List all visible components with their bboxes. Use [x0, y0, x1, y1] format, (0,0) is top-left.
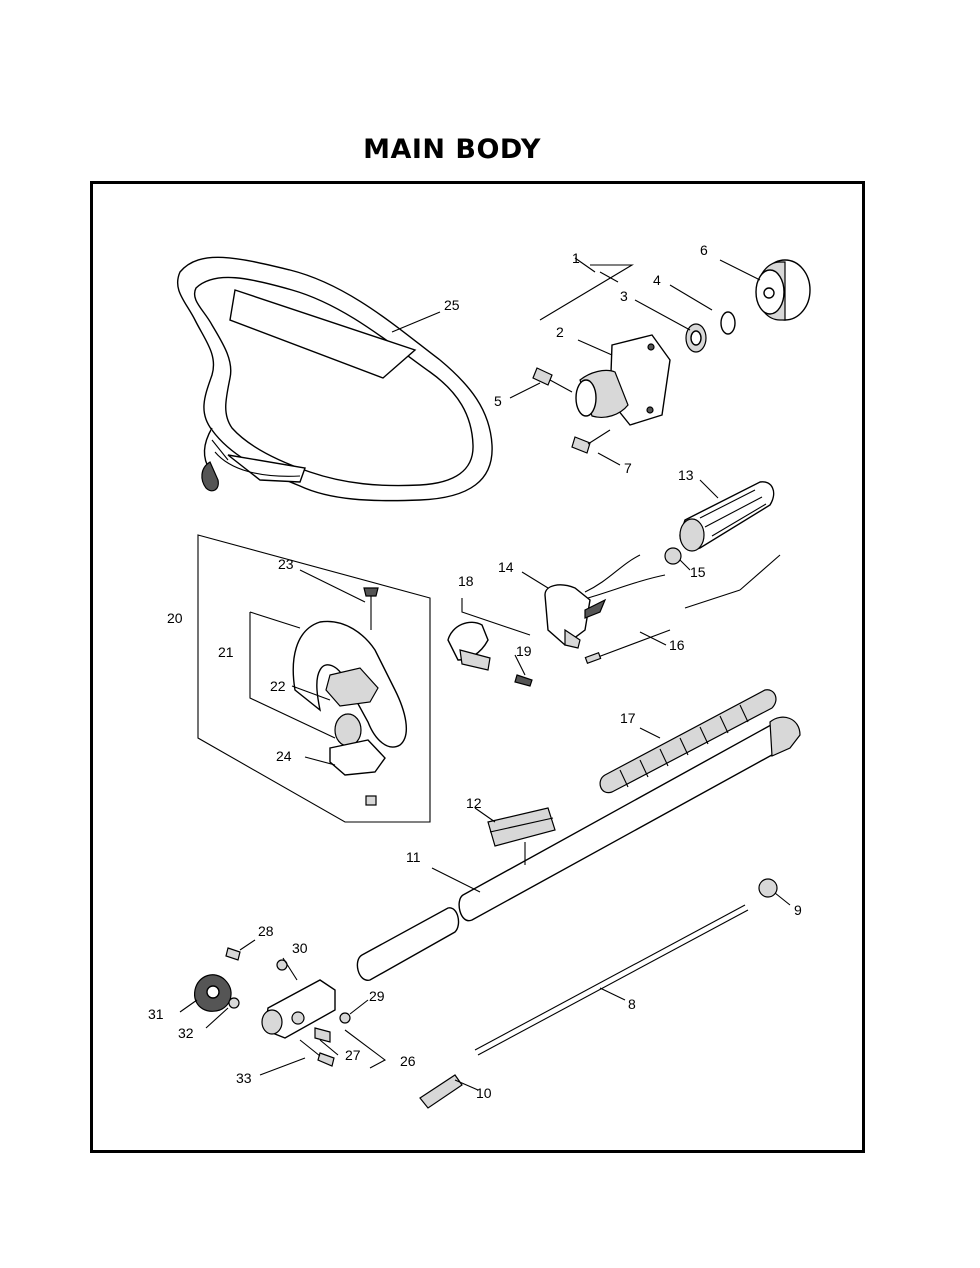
part-label-10: 10	[476, 1085, 492, 1101]
part-label-29: 29	[369, 988, 385, 1004]
part-label-11: 11	[406, 849, 421, 865]
part-label-5: 5	[494, 393, 502, 409]
page-title: MAIN BODY	[363, 134, 541, 165]
part-label-12: 12	[466, 795, 482, 811]
part-label-9: 9	[794, 902, 802, 918]
part-label-28: 28	[258, 923, 274, 939]
part-label-8: 8	[628, 996, 636, 1012]
shaft-clamp-assembly	[193, 947, 351, 1067]
part-label-6: 6	[700, 242, 708, 258]
part-label-26: 26	[400, 1053, 416, 1069]
part-label-17: 17	[620, 710, 636, 726]
part-label-27: 27	[345, 1047, 361, 1063]
part-label-2: 2	[556, 324, 564, 340]
part-label-4: 4	[653, 272, 661, 288]
part-label-1: 1	[572, 250, 580, 266]
part-label-13: 13	[678, 467, 694, 483]
shaft-tube	[356, 689, 801, 981]
part-label-23: 23	[278, 556, 294, 572]
leader-lines	[179, 257, 791, 1091]
diagram-frame	[90, 181, 865, 1153]
part-label-22: 22	[270, 678, 286, 694]
part-label-30: 30	[292, 940, 308, 956]
part-label-33: 33	[236, 1070, 252, 1086]
part-labels: 1 2 3 4 5 6 7 8 9 10 11 12 13 14 15 16 1…	[148, 242, 802, 1101]
part-label-32: 32	[178, 1025, 194, 1041]
part-label-14: 14	[498, 559, 514, 575]
part-label-31: 31	[148, 1006, 164, 1022]
part-label-21: 21	[218, 644, 234, 660]
handle-assembly	[197, 534, 431, 823]
part-label-25: 25	[444, 297, 460, 313]
part-label-16: 16	[669, 637, 685, 653]
part-label-24: 24	[276, 748, 292, 764]
part-label-20: 20	[167, 610, 183, 626]
part-label-19: 19	[516, 643, 532, 659]
part-label-7: 7	[624, 460, 632, 476]
part-label-3: 3	[620, 288, 628, 304]
throttle-assembly	[544, 481, 781, 664]
part-label-18: 18	[458, 573, 474, 589]
part-label-15: 15	[690, 564, 706, 580]
shoulder-harness	[177, 256, 493, 502]
drive-shaft	[419, 878, 778, 1109]
gear-case-assembly	[532, 259, 811, 454]
handle-bracket	[447, 598, 533, 687]
